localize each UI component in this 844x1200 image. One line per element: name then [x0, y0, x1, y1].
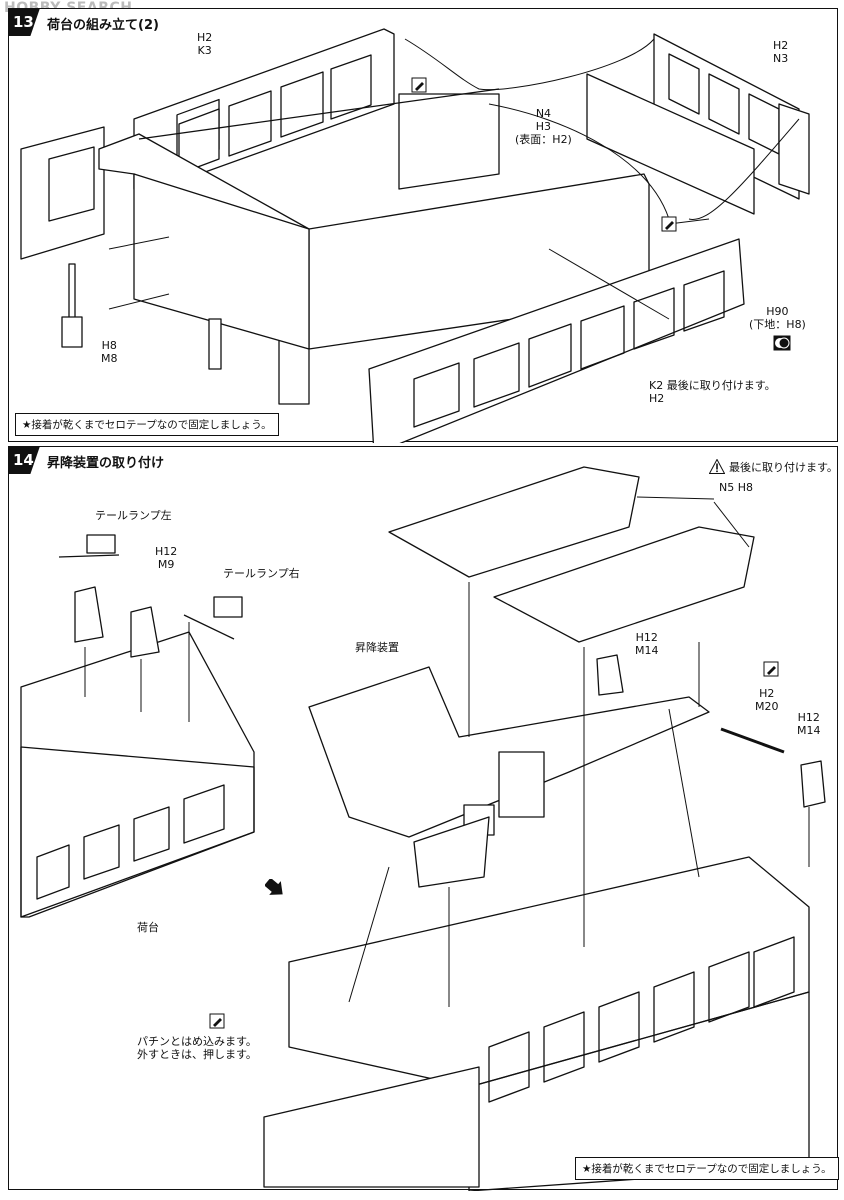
step-14-diagram: [20, 466, 826, 1191]
step-13-panel: 13 荷台の組み立て(2): [8, 8, 838, 443]
label-n5: N5 H8: [719, 481, 753, 494]
label-k2: K2 最後に取り付けます。H2: [649, 379, 776, 405]
label-bed: 荷台: [137, 921, 159, 934]
bed-right: [288, 856, 810, 1088]
panel-n4: [586, 73, 755, 215]
bed-frame: [98, 133, 310, 405]
step-14-title: 昇降装置の取り付け: [47, 456, 165, 471]
label-snap-note: パチンとはめ込みます。外すときは、押します。: [137, 1035, 257, 1061]
label-h90: H90(下地：H8): [749, 305, 806, 331]
label-warning-note: 最後に取り付けます。: [729, 461, 838, 474]
tray-n5-b: [493, 526, 755, 643]
warning-icon: [708, 458, 726, 478]
step-13-note: ★接着が乾くまでセロテープなので固定しましょう。: [15, 413, 279, 436]
label-lift-unit: 昇降装置: [355, 641, 399, 654]
glue-icon: [661, 216, 677, 236]
glue-icon: [209, 1013, 225, 1033]
left-end-panel: [20, 126, 105, 260]
glue-icon: [411, 77, 427, 97]
panel-k2: [368, 238, 745, 443]
glue-icon: [763, 661, 779, 681]
step-14-note: ★接着が乾くまでセロテープなので固定しましょう。: [575, 1157, 839, 1180]
label-tail-lamp-left: テールランプ左: [95, 509, 172, 522]
step-14-panel: 14 昇降装置の取り付け: [8, 446, 839, 1191]
black-white-paint-icon: [773, 335, 791, 355]
label-tail-lamp-right: テールランプ右: [223, 567, 300, 580]
step-13-diagram: [20, 28, 810, 443]
side-panel-n3: [653, 33, 800, 200]
step-13-title: 荷台の組み立て(2): [47, 18, 159, 33]
tray-n5-a: [388, 466, 640, 578]
arrow-icon: [264, 877, 285, 901]
